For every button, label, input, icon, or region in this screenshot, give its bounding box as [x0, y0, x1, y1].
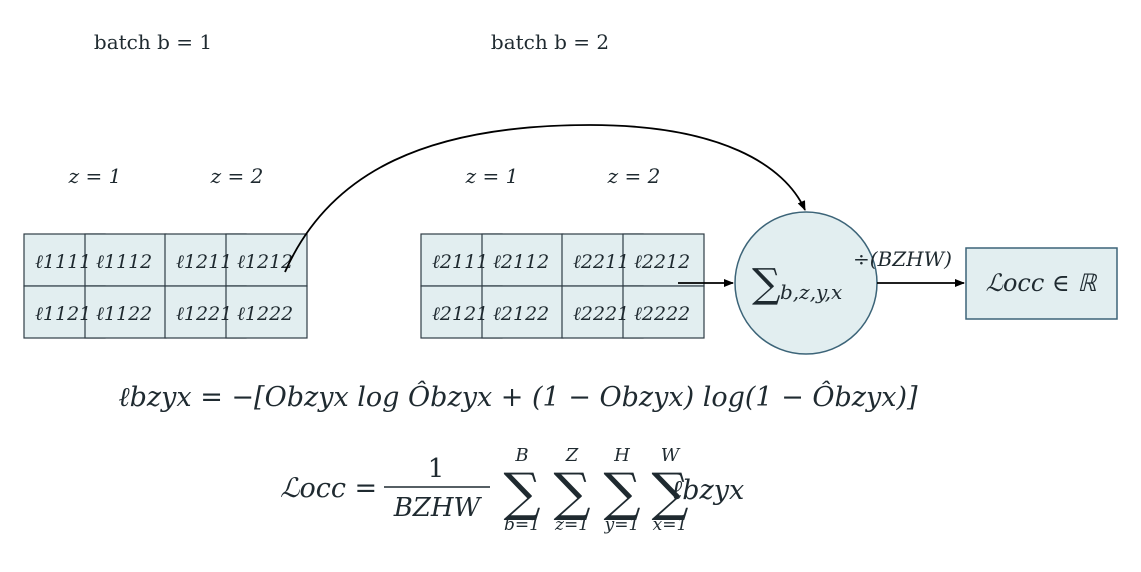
grid-cell-label: ℓ2111 — [432, 251, 488, 273]
sum-operator-upper: W — [661, 445, 681, 466]
sum-operator-symbol: ∑ — [503, 463, 540, 523]
sum-operator-lower: x=1 — [653, 515, 688, 535]
grid-cell-label: ℓ2222 — [634, 303, 690, 325]
grid-cell-label: ℓ2112 — [493, 251, 549, 273]
batch-1-label: batch b = 1 — [94, 30, 212, 54]
batch-2-label: batch b = 2 — [491, 30, 609, 54]
grid-cell — [481, 285, 564, 339]
sum-operator-lower: b=1 — [504, 515, 540, 535]
z1-label-batch2: z = 1 — [465, 164, 519, 188]
sum-operator-lower: z=1 — [554, 515, 589, 535]
bce-equation: ℓbzyx = −[Obzyx log Ôbzyx + (1 − Obzyx) … — [118, 379, 918, 413]
sum-operator-lower: y=1 — [604, 515, 640, 535]
grid-cell-label: ℓ2211 — [573, 251, 629, 273]
grid-cell — [225, 233, 308, 287]
output-box-label: ℒocc ∈ ℝ — [986, 269, 1098, 297]
mean-fraction-numerator: 1 — [428, 454, 445, 484]
z2-label-batch2: z = 2 — [607, 164, 661, 188]
sum-operator-upper: Z — [565, 445, 579, 466]
grid-cell-label: ℓ2212 — [634, 251, 690, 273]
z1-label-batch1: z = 1 — [68, 164, 122, 188]
mean-equation-lhs: ℒocc = — [280, 473, 377, 504]
grid-cell-label: ℓ1112 — [96, 251, 152, 273]
sum-operator-symbol: ∑ — [651, 463, 688, 523]
divide-label: ÷(BZHW) — [853, 247, 952, 271]
sum-node-subscript: b,z,y,x — [780, 280, 842, 304]
sum-operator-upper: H — [613, 445, 630, 466]
sum-operator-symbol: ∑ — [603, 463, 640, 523]
grid-cell-label: ℓ1111 — [35, 251, 91, 273]
z2-label-batch1: z = 2 — [210, 164, 264, 188]
mean-fraction-denominator: BZHW — [393, 493, 483, 523]
grid-cell — [622, 285, 705, 339]
grid-cell-label: ℓ1211 — [176, 251, 232, 273]
grid-cell-label: ℓ1212 — [237, 251, 293, 273]
sum-operator-symbol: ∑ — [553, 463, 590, 523]
grid-cell — [225, 285, 308, 339]
grid-cell — [84, 233, 167, 287]
grid-cell-label: ℓ2121 — [432, 303, 488, 325]
output-box — [965, 247, 1118, 320]
grid-cell-label: ℓ1222 — [237, 303, 293, 325]
batch1-to-sum-arrow — [284, 124, 806, 273]
grid-cell-label: ℓ1121 — [35, 303, 91, 325]
grid-cell — [481, 233, 564, 287]
sum-operators: ∑Bb=1∑Zz=1∑Hy=1∑Wx=1 — [503, 445, 688, 535]
grid-cell-label: ℓ2221 — [573, 303, 629, 325]
sum-operator-upper: B — [514, 445, 528, 466]
grid-cell-label: ℓ2122 — [493, 303, 549, 325]
grid-cell-label: ℓ1122 — [96, 303, 152, 325]
grid-cell — [622, 233, 705, 287]
grid-cell-label: ℓ1221 — [176, 303, 232, 325]
mean-equation-term: ℓbzyx — [671, 475, 744, 506]
sum-node-symbol: ∑ — [752, 261, 781, 307]
